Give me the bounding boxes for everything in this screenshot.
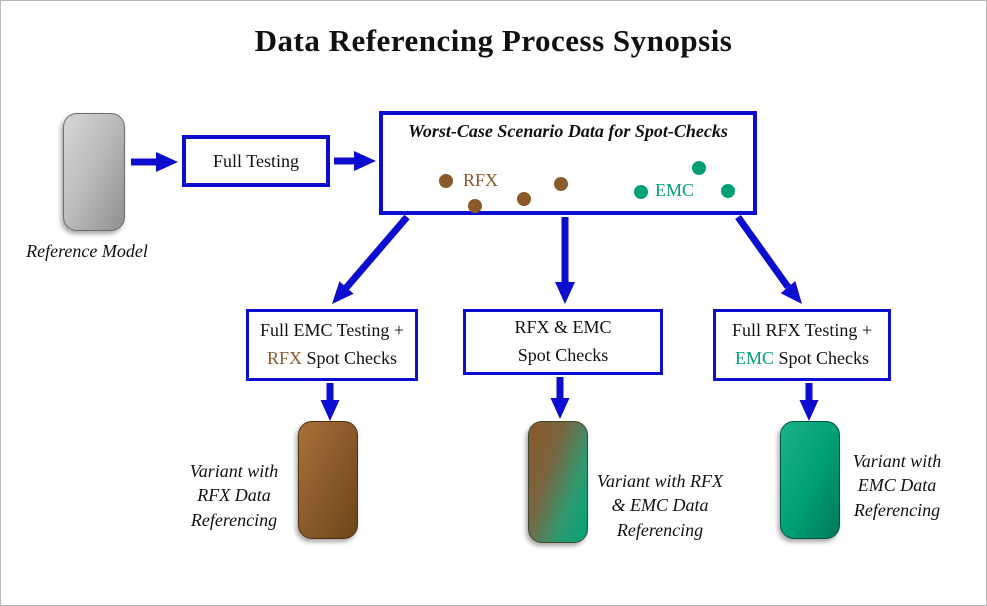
- arrow-refmodel-to-fulltesting: [131, 152, 178, 172]
- rfx-highlight: RFX: [266, 348, 302, 368]
- arrow-spotcheck-to-branch-mid: [555, 217, 575, 304]
- arrow-branchleft-to-phone: [320, 383, 340, 421]
- branch-line1: RFX & EMC: [514, 317, 612, 338]
- arrow-branchright-to-phone: [799, 383, 819, 421]
- diagram-title: Data Referencing Process Synopsis: [254, 23, 733, 58]
- caption-line: Variant with: [852, 451, 942, 471]
- rfx-label: RFX: [463, 170, 499, 190]
- caption-line: Referencing: [616, 519, 704, 540]
- branch-box-rfx-emc-spot-checks: RFX & EMC Spot Checks: [463, 309, 663, 375]
- branch-line1: Full EMC Testing +: [259, 320, 405, 341]
- variant-phone-rfx: [298, 421, 358, 539]
- rfx-dot: [468, 199, 482, 213]
- branch-line2-rest: Spot Checks: [517, 345, 609, 365]
- full-testing-box: Full Testing: [182, 135, 330, 187]
- emc-dot: [721, 184, 735, 198]
- arrow-spotcheck-to-branch-right: [735, 214, 802, 304]
- emc-label: EMC: [655, 180, 695, 200]
- emc-dot: [634, 185, 648, 199]
- branch-line2: EMC Spot Checks: [735, 345, 869, 373]
- rfx-dot: [517, 192, 531, 206]
- emc-highlight: EMC: [734, 348, 774, 368]
- caption-line: Referencing: [190, 509, 278, 530]
- reference-model-label: Reference Model: [26, 241, 148, 261]
- caption-line: Referencing: [853, 499, 941, 520]
- variant-label-rfx-emc: Variant with RFX & EMC Data Referencing: [591, 469, 729, 542]
- branch-box-rfx-spot-checks: Full EMC Testing + RFX Spot Checks: [246, 309, 418, 381]
- caption-line: & EMC Data: [611, 495, 709, 516]
- arrow-branchmid-to-phone: [550, 377, 570, 419]
- full-testing-label: Full Testing: [213, 150, 299, 171]
- variant-phone-emc: [780, 421, 840, 539]
- spot-check-box: Worst-Case Scenario Data for Spot-Checks…: [379, 111, 757, 215]
- caption-line: RFX Data: [197, 485, 271, 506]
- branch-line2-rest: Spot Checks: [302, 348, 398, 368]
- emc-dot: [692, 161, 706, 175]
- caption-line: Variant with: [189, 461, 279, 481]
- variant-label-emc: Variant with EMC Data Referencing: [842, 449, 952, 522]
- arrow-fulltesting-to-spotcheckbox: [334, 151, 376, 171]
- branch-line2-rest: Spot Checks: [774, 348, 870, 368]
- variant-label-rfx: Variant with RFX Data Referencing: [173, 459, 295, 532]
- caption-line: EMC Data: [857, 475, 937, 496]
- arrow-spotcheck-to-branch-left: [332, 214, 410, 304]
- caption-line: Variant with RFX: [597, 471, 723, 491]
- branch-line2: RFX Spot Checks: [267, 345, 397, 373]
- rfx-dot: [554, 177, 568, 191]
- reference-model-phone: [63, 113, 125, 231]
- branch-line2: Spot Checks: [518, 342, 609, 370]
- branch-line1: Full RFX Testing +: [731, 320, 873, 341]
- spot-check-box-title: Worst-Case Scenario Data for Spot-Checks: [408, 121, 728, 141]
- variant-phone-rfx-emc: [528, 421, 588, 543]
- rfx-dot: [439, 174, 453, 188]
- branch-box-emc-spot-checks: Full RFX Testing + EMC Spot Checks: [713, 309, 891, 381]
